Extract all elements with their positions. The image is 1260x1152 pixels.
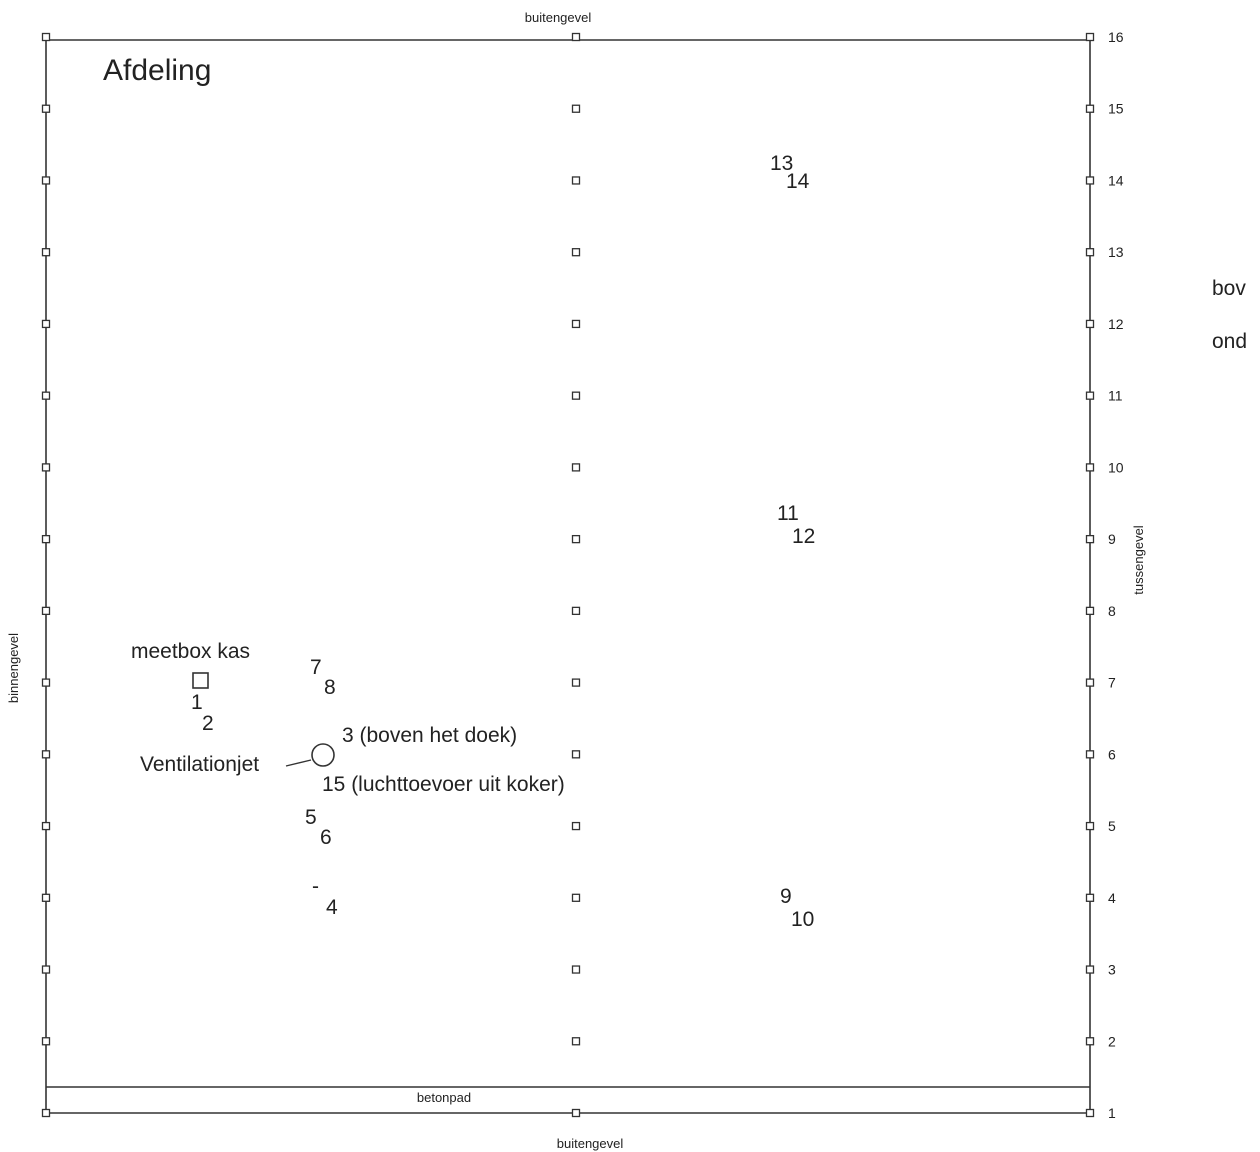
row-number: 9 — [1108, 531, 1116, 547]
post-marker — [571, 893, 581, 902]
row-number: 15 — [1108, 101, 1124, 117]
meetbox-label: meetbox kas — [131, 640, 250, 663]
post-marker — [41, 965, 51, 974]
sensor-dash: - — [312, 875, 319, 898]
post-marker — [1085, 248, 1095, 257]
post-marker — [1085, 965, 1095, 974]
post-marker — [571, 1108, 581, 1118]
sensor-3: 3 (boven het doek) — [342, 724, 517, 747]
post-marker — [571, 176, 581, 185]
post-marker — [41, 32, 51, 42]
sensor-10: 10 — [791, 908, 814, 931]
row-number: 8 — [1108, 603, 1116, 619]
post-marker — [1085, 678, 1095, 687]
post-marker — [41, 176, 51, 185]
post-marker — [571, 606, 581, 616]
ventilation-jet-icon — [311, 743, 335, 767]
post-marker — [1085, 1037, 1095, 1046]
post-marker — [1085, 821, 1095, 831]
sensor-13: 13 — [770, 152, 793, 175]
post-marker — [571, 965, 581, 974]
row-number: 4 — [1108, 890, 1116, 906]
post-marker — [1085, 319, 1095, 329]
row-number: 16 — [1108, 29, 1124, 45]
post-marker — [41, 606, 51, 616]
post-markers — [41, 32, 1095, 1118]
post-marker — [571, 32, 581, 42]
post-marker — [1085, 391, 1095, 400]
sensor-6: 6 — [320, 826, 332, 849]
row-number: 14 — [1108, 172, 1124, 188]
post-marker — [571, 248, 581, 257]
row-number: 7 — [1108, 675, 1116, 691]
post-marker — [1085, 176, 1095, 185]
post-marker — [41, 463, 51, 472]
post-marker — [1085, 893, 1095, 902]
post-marker — [571, 319, 581, 329]
post-marker — [41, 534, 51, 544]
post-marker — [41, 821, 51, 831]
wall-label-top: buitengevel — [525, 10, 592, 25]
legend-line-2: ond — [1212, 330, 1247, 353]
post-marker — [41, 391, 51, 400]
row-number: 6 — [1108, 746, 1116, 762]
sensor-4: 4 — [326, 896, 338, 919]
post-marker — [1085, 463, 1095, 472]
post-marker — [1085, 104, 1095, 113]
row-number: 2 — [1108, 1033, 1116, 1049]
row-number: 13 — [1108, 244, 1124, 260]
post-marker — [1085, 606, 1095, 616]
sensor-15: 15 (luchttoevoer uit koker) — [322, 773, 565, 796]
wall-label-bottom: buitengevel — [557, 1136, 624, 1151]
meetbox-icon — [192, 672, 209, 689]
post-marker — [41, 319, 51, 329]
post-marker — [571, 463, 581, 472]
section-title: Afdeling — [103, 54, 211, 87]
post-marker — [571, 821, 581, 831]
row-number: 5 — [1108, 818, 1116, 834]
post-marker — [571, 534, 581, 544]
post-marker — [571, 391, 581, 400]
ventilation-leader-line — [285, 759, 312, 767]
row-number: 10 — [1108, 459, 1124, 475]
post-marker — [41, 248, 51, 257]
row-number: 11 — [1108, 388, 1123, 404]
path-label: betonpad — [417, 1090, 471, 1105]
post-marker — [571, 104, 581, 113]
post-marker — [571, 750, 581, 759]
ventilation-label: Ventilationjet — [140, 753, 259, 776]
sensor-12: 12 — [792, 525, 815, 548]
post-marker — [1085, 750, 1095, 759]
post-marker — [571, 1037, 581, 1046]
post-marker — [571, 678, 581, 687]
post-marker — [41, 104, 51, 113]
post-marker — [1085, 1108, 1095, 1118]
sensor-14: 14 — [786, 170, 810, 193]
sensor-9: 9 — [780, 885, 792, 908]
sensor-1: 1 — [191, 691, 203, 714]
post-marker — [41, 750, 51, 759]
legend-line-1: bov — [1212, 277, 1246, 300]
wall-label-right: tussengevel — [1131, 525, 1146, 594]
row-number: 1 — [1108, 1105, 1116, 1121]
sensor-2: 2 — [202, 712, 214, 735]
sensor-7: 7 — [310, 656, 322, 679]
post-marker — [41, 678, 51, 687]
post-marker — [41, 1108, 51, 1118]
sensor-5: 5 — [305, 806, 317, 829]
post-marker — [41, 893, 51, 902]
wall-label-left: binnengevel — [6, 633, 21, 703]
row-number: 3 — [1108, 962, 1116, 978]
sensor-8: 8 — [324, 676, 336, 699]
sensor-11: 11 — [777, 502, 799, 525]
row-numbers: 16 15 14 13 12 11 10 9 8 7 6 5 4 3 2 1 — [1108, 29, 1124, 1121]
post-marker — [1085, 32, 1095, 42]
post-marker — [1085, 534, 1095, 544]
row-number: 12 — [1108, 316, 1124, 332]
post-marker — [41, 1037, 51, 1046]
